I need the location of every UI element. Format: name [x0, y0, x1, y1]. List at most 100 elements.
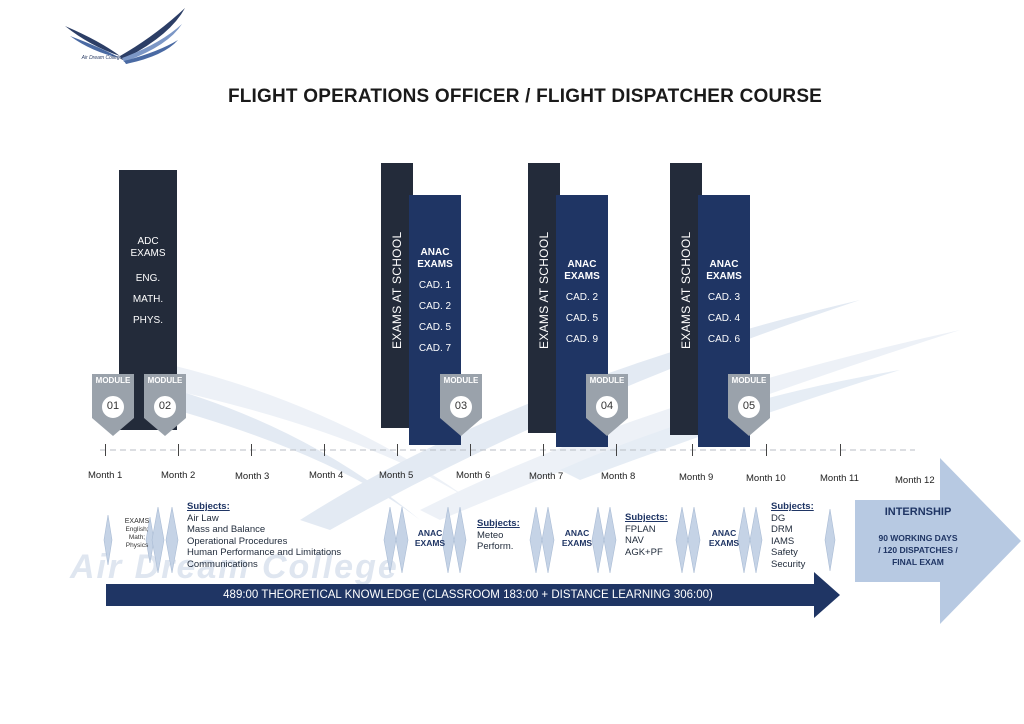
subject-item: AGK+PF [625, 546, 663, 558]
month-label: Month 2 [161, 470, 196, 481]
anac-exams-label: ANAC EXAMS [557, 528, 597, 548]
timeline-tick [840, 444, 841, 456]
module-label: MODULE [589, 376, 625, 385]
month-label: Month 8 [601, 471, 636, 482]
adc-line: ENG. [135, 273, 161, 284]
subject-item: Operational Procedures [187, 535, 288, 547]
anac-item: CAD. 4 [707, 313, 741, 324]
module-label: MODULE [147, 376, 183, 385]
anac-exams-line: ANAC [564, 528, 590, 538]
first-exams-line: Math; [128, 534, 146, 541]
subject-item: NAV [625, 535, 644, 546]
first-exams-line: Physics [125, 542, 149, 549]
school-exams-bar: EXAMS AT SCHOOL [670, 163, 702, 435]
adc-line: MATH. [132, 294, 164, 305]
anac-item: CAD. 7 [418, 343, 452, 354]
anac-head: EXAMS [417, 259, 453, 270]
module-label: MODULE [443, 376, 479, 385]
subject-item: Mass and Balance [187, 524, 266, 535]
internship-line: 90 WORKING DAYS [878, 533, 958, 543]
month-label: Month 7 [529, 471, 564, 482]
subjects-list-2: Subjects: Meteo Perform. [477, 518, 520, 553]
month-label: Month 5 [379, 470, 414, 481]
subjects-head: Subjects: [625, 512, 668, 523]
internship-details: 90 WORKING DAYS / 120 DISPATCHES / FINAL… [862, 532, 974, 568]
internship-line: FINAL EXAM [892, 557, 944, 567]
school-exams-bar: EXAMS AT SCHOOL [381, 163, 413, 428]
timeline-tick [692, 444, 693, 456]
month-label: Month 9 [679, 472, 714, 483]
module-label: MODULE [731, 376, 767, 385]
internship-line: / 120 DISPATCHES / [878, 545, 958, 555]
anac-exams-bar: ANAC EXAMS CAD. 3 CAD. 4 CAD. 6 [698, 195, 750, 447]
anac-head: EXAMS [564, 271, 600, 282]
timeline-tick [766, 444, 767, 456]
module-badge-03: MODULE 03 [440, 374, 482, 436]
month-label: Month 10 [746, 473, 786, 484]
module-number: 02 [153, 395, 177, 419]
adc-line: EXAMS [130, 248, 166, 259]
timeline-tick [178, 444, 179, 456]
subjects-list-4: Subjects: DG DRM IAMS Safety Security [771, 501, 814, 570]
anac-item: CAD. 5 [418, 322, 452, 333]
adc-line: PHYS. [132, 315, 163, 326]
theory-arrow [106, 572, 840, 618]
month-label: Month 12 [895, 475, 935, 486]
timeline-tick [543, 444, 544, 456]
module-badge-04: MODULE 04 [586, 374, 628, 436]
anac-item: CAD. 5 [565, 313, 599, 324]
subject-item: Perform. [477, 541, 514, 552]
subject-item: DRM [771, 524, 793, 535]
anac-item: CAD. 2 [418, 301, 452, 312]
anac-exams-line: EXAMS [561, 538, 593, 548]
module-badge-01: MODULE 01 [92, 374, 134, 436]
subject-item: Security [771, 558, 806, 570]
anac-exams-line: ANAC [711, 528, 737, 538]
anac-item: CAD. 3 [707, 292, 741, 303]
anac-item: CAD. 9 [565, 334, 599, 345]
watermark: Air Dream College [70, 548, 399, 586]
timeline-tick [397, 444, 398, 456]
subjects-list-1: Subjects: Air Law Mass and Balance Opera… [187, 501, 341, 570]
subject-item: IAMS [771, 535, 795, 547]
chevron-sequence [103, 506, 836, 574]
anac-head: ANAC [567, 259, 597, 270]
subject-item: DG [771, 512, 786, 524]
timeline-tick [324, 444, 325, 456]
adc-exams-text: ADC EXAMS ENG. MATH. PHYS. [119, 236, 177, 331]
timeline-tick [251, 444, 252, 456]
anac-head: EXAMS [706, 271, 742, 282]
theory-arrow-label: 489:00 THEORETICAL KNOWLEDGE (CLASSROOM … [223, 589, 713, 601]
first-exams-head: EXAMS [124, 518, 150, 525]
month-label: Month 1 [88, 470, 123, 481]
internship-text: INTERNSHIP 90 WORKING DAYS / 120 DISPATC… [862, 506, 974, 568]
anac-item: CAD. 6 [707, 334, 741, 345]
subject-item: FPLAN [625, 523, 656, 535]
subject-item: Safety [771, 547, 798, 558]
module-number: 04 [595, 395, 619, 419]
adc-line: ADC [137, 236, 159, 247]
subject-item: Human Performance and Limitations [187, 547, 342, 558]
module-number: 01 [101, 395, 125, 419]
anac-item: CAD. 1 [418, 280, 452, 291]
month-label: Month 3 [235, 471, 270, 482]
module-badge-02: MODULE 02 [144, 374, 186, 436]
anac-head: ANAC [709, 259, 739, 270]
college-logo-wings [65, 8, 185, 64]
anac-exams-line: ANAC [417, 528, 443, 538]
internship-title: INTERNSHIP [884, 506, 952, 518]
subjects-head: Subjects: [187, 501, 230, 512]
subject-item: Communications [187, 558, 258, 570]
logo-text: Air Dream College [81, 55, 123, 61]
subject-item: Meteo [477, 529, 504, 541]
month-label: Month 11 [820, 473, 859, 484]
subjects-head: Subjects: [477, 518, 520, 529]
anac-item: CAD. 2 [565, 292, 599, 303]
subjects-list-3: Subjects: FPLAN NAV AGK+PF [625, 512, 668, 558]
subject-item: Air Law [187, 512, 219, 524]
module-number: 03 [449, 395, 473, 419]
anac-exams-line: EXAMS [708, 538, 740, 548]
school-exams-label: EXAMS AT SCHOOL [390, 231, 404, 349]
module-number: 05 [737, 395, 761, 419]
